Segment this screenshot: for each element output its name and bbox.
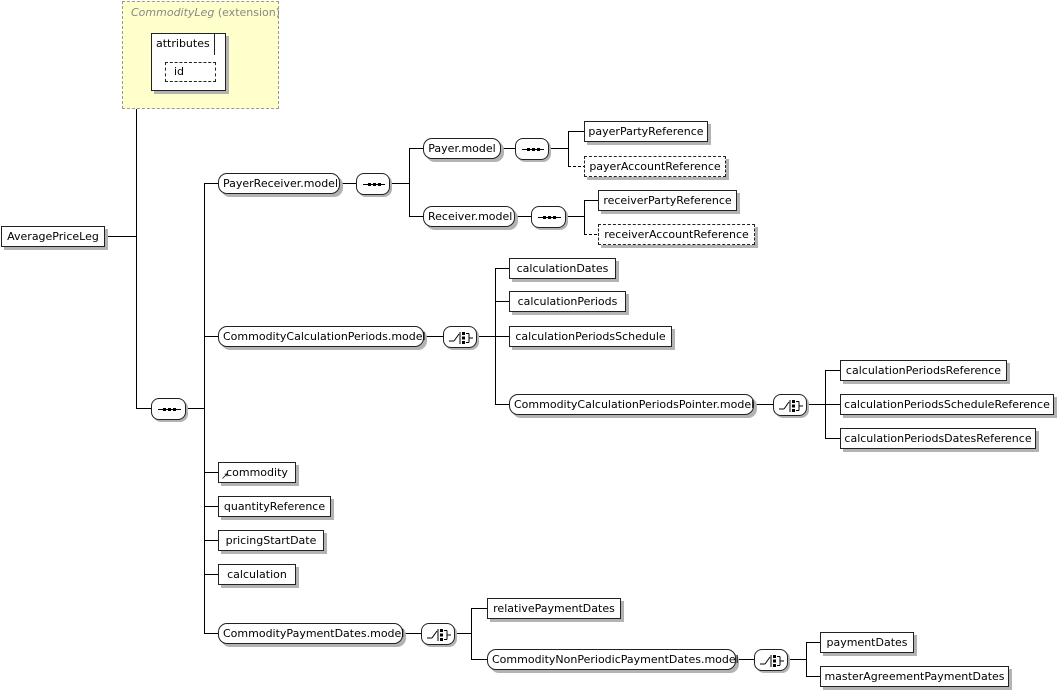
sequence-compositor-payer-receiver[interactable]	[356, 173, 390, 195]
element-master-agreement-payment-dates[interactable]: masterAgreementPaymentDates	[820, 666, 1009, 687]
group-commodity-calculation-periods-model[interactable]: CommodityCalculationPeriods.model	[218, 326, 426, 347]
element-calculation-periods[interactable]: calculationPeriods	[509, 291, 626, 312]
attribute-id[interactable]: id	[165, 62, 216, 82]
sequence-compositor-main[interactable]	[151, 398, 186, 420]
choice-compositor-calculation-periods[interactable]	[443, 326, 477, 348]
element-calculation-periods-dates-reference[interactable]: calculationPeriodsDatesReference	[840, 428, 1036, 449]
choice-compositor-icon	[779, 400, 803, 412]
group-commodity-calculation-periods-pointer-model[interactable]: CommodityCalculationPeriodsPointer.model	[509, 394, 754, 415]
sequence-compositor-icon	[538, 216, 561, 219]
root-element[interactable]: AveragePriceLeg	[1, 226, 105, 247]
choice-compositor-calculation-periods-pointer[interactable]	[773, 394, 807, 416]
extension-suffix: (extension)	[217, 6, 281, 19]
element-calculation-periods-schedule[interactable]: calculationPeriodsSchedule	[509, 326, 672, 347]
group-commodity-payment-dates-model[interactable]: CommodityPaymentDates.model	[218, 623, 404, 644]
element-payer-account-reference[interactable]: payerAccountReference	[584, 156, 726, 177]
group-commodity-non-periodic-payment-dates-model[interactable]: CommodityNonPeriodicPaymentDates.model	[487, 649, 739, 670]
element-payment-dates[interactable]: paymentDates	[820, 632, 914, 653]
element-calculation-dates[interactable]: calculationDates	[509, 258, 616, 279]
sequence-compositor-receiver[interactable]	[531, 206, 566, 228]
element-receiver-party-reference[interactable]: receiverPartyReference	[598, 190, 737, 211]
extension-type-name: CommodityLeg	[131, 6, 215, 19]
extension-title: CommodityLeg (extension)	[131, 6, 280, 19]
reference-arrow-icon: ↗	[221, 472, 229, 482]
choice-compositor-payment-dates[interactable]	[421, 623, 455, 645]
sequence-compositor-icon	[363, 183, 385, 186]
choice-compositor-icon	[449, 332, 473, 344]
sequence-compositor-icon	[522, 148, 544, 151]
element-calculation-periods-schedule-reference[interactable]: calculationPeriodsScheduleReference	[840, 394, 1054, 415]
commodity-label: commodity	[226, 466, 288, 479]
attributes-title: attributes	[151, 33, 215, 55]
element-calculation[interactable]: calculation	[218, 564, 296, 585]
sequence-compositor-payer[interactable]	[515, 138, 549, 160]
group-payer-receiver-model[interactable]: PayerReceiver.model	[218, 173, 340, 194]
element-quantity-reference[interactable]: quantityReference	[218, 496, 331, 517]
element-calculation-periods-reference[interactable]: calculationPeriodsReference	[840, 360, 1007, 381]
element-receiver-account-reference[interactable]: receiverAccountReference	[598, 224, 755, 245]
choice-compositor-icon	[760, 655, 784, 667]
choice-compositor-non-periodic-payment-dates[interactable]	[754, 649, 788, 671]
element-payer-party-reference[interactable]: payerPartyReference	[584, 121, 708, 142]
attributes-box: attributes id	[151, 33, 226, 91]
sequence-compositor-icon	[158, 408, 181, 411]
group-payer-model[interactable]: Payer.model	[423, 138, 501, 159]
choice-compositor-icon	[427, 629, 451, 641]
element-pricing-start-date[interactable]: pricingStartDate	[218, 530, 324, 551]
element-relative-payment-dates[interactable]: relativePaymentDates	[487, 598, 621, 619]
group-receiver-model[interactable]: Receiver.model	[423, 206, 515, 227]
element-commodity[interactable]: commodity ↗	[218, 462, 296, 483]
